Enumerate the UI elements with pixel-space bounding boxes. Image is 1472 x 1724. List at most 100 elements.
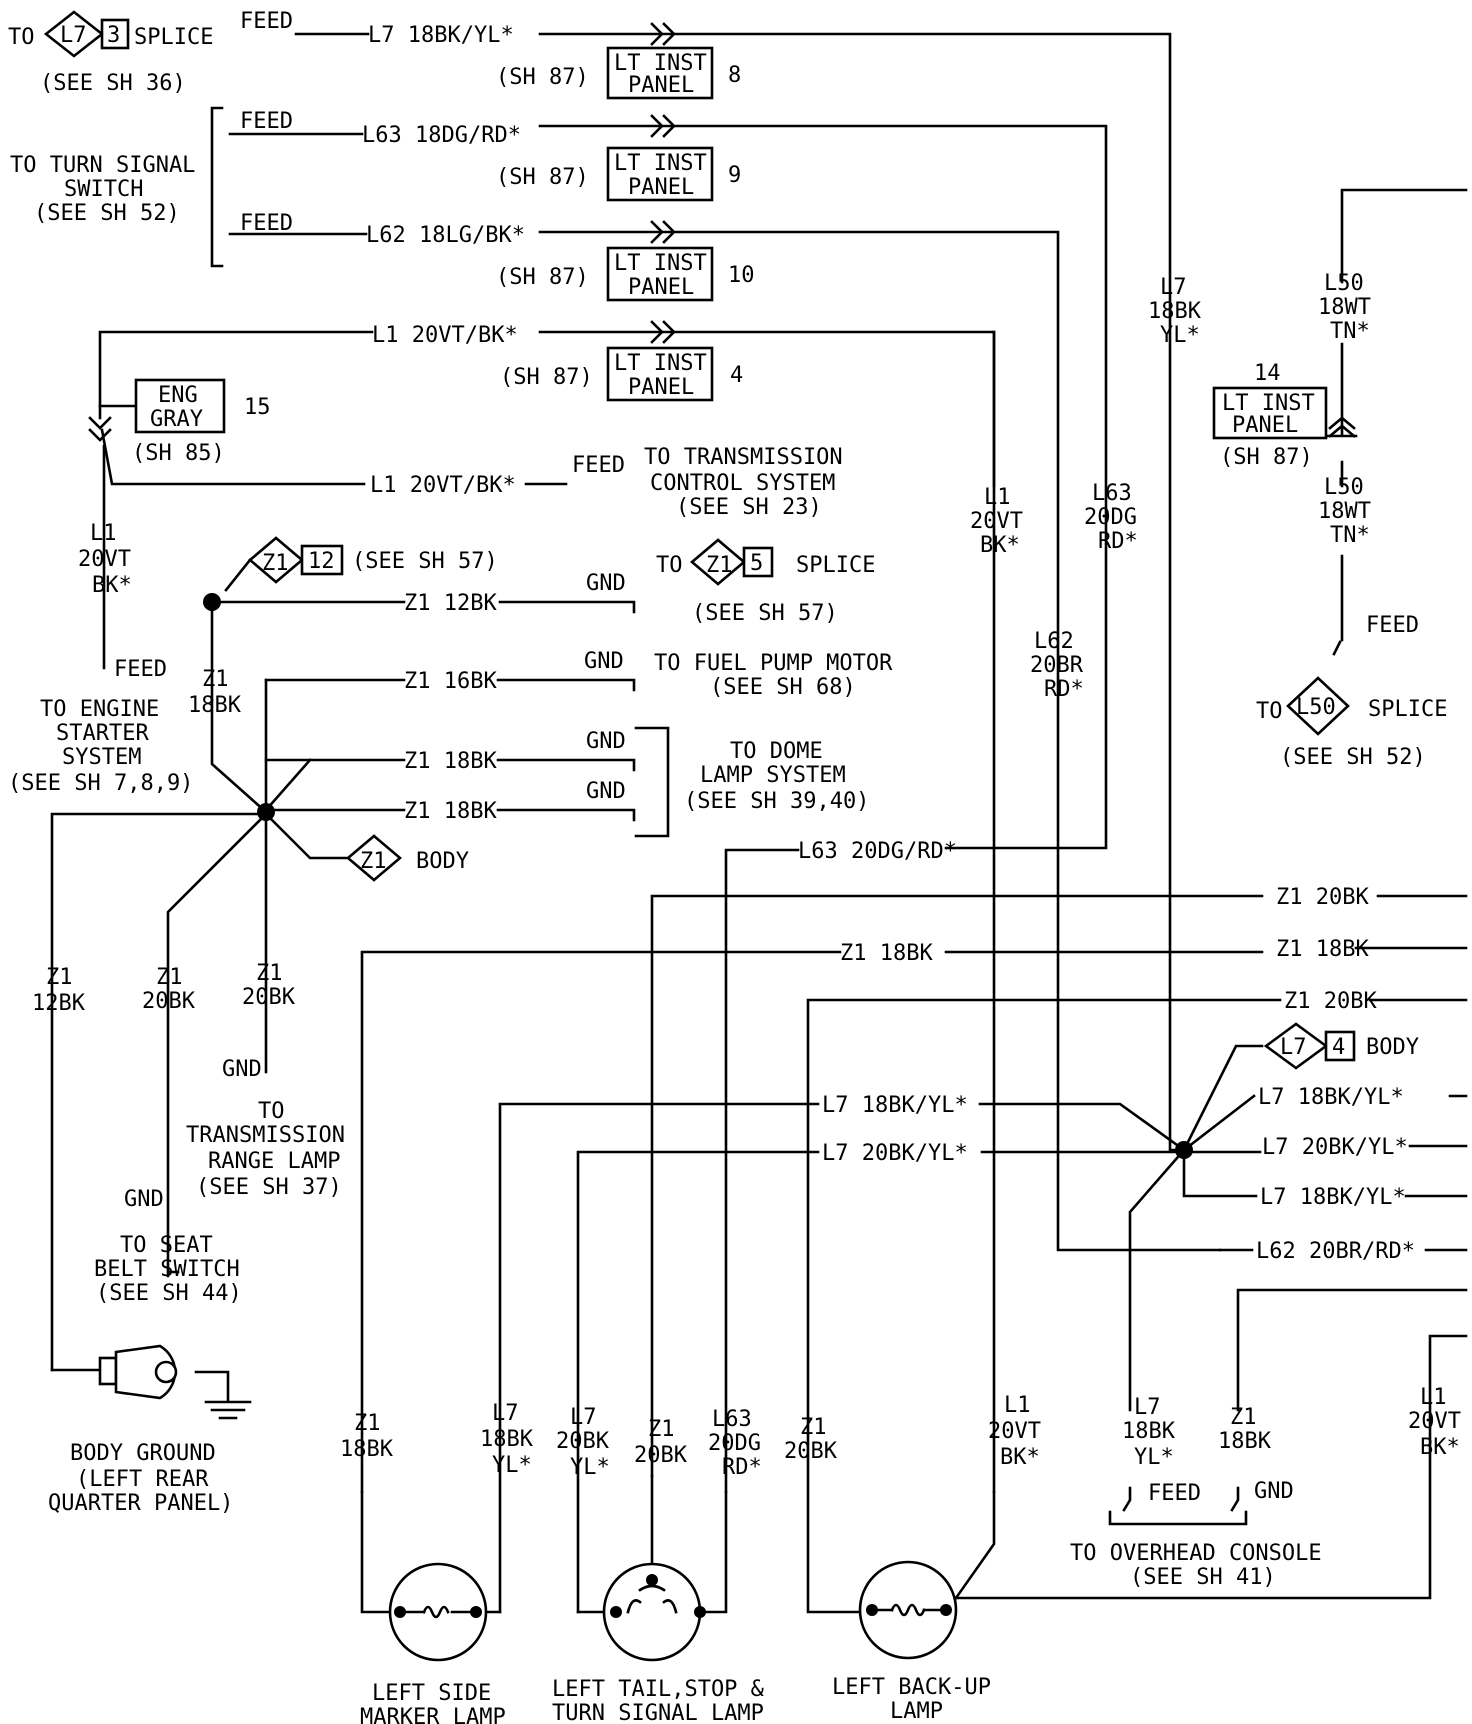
engine-feed: FEED xyxy=(114,657,167,682)
rw-l7-20bkyl-left: L7 20BK/YL* xyxy=(822,1141,968,1166)
b-l1-right-name: L1 xyxy=(1420,1385,1447,1410)
rw-l62-20brrd: L62 20BR/RD* xyxy=(1256,1239,1415,1264)
z1-12bk-branch-gauge: 12BK xyxy=(32,991,86,1016)
rw-z1-20bk-1: Z1 20BK xyxy=(1276,885,1369,910)
v-l1-gauge: 20VT xyxy=(970,509,1023,534)
body-ground-symbol: BODY GROUND (LEFT REAR QUARTER PANEL) xyxy=(48,1344,252,1516)
body-ground-line3: QUARTER PANEL) xyxy=(48,1491,233,1516)
overhead-feed: FEED xyxy=(1148,1481,1201,1506)
z1-5-pin: 5 xyxy=(750,551,763,576)
l50-splice-see: (SEE SH 52) xyxy=(1280,745,1426,770)
fuel-pump-line1: TO FUEL PUMP MOTOR xyxy=(654,651,893,676)
center-l63-label: L63 20DG/RD* xyxy=(798,839,957,864)
rw-z1-18bk-mid: Z1 18BK xyxy=(840,941,933,966)
z1-20bk-a-name: Z1 xyxy=(156,965,183,990)
l1-wire-label: L1 20VT/BK* xyxy=(372,323,518,348)
l50-bot-name: L50 xyxy=(1324,475,1364,500)
b-z1-20bk-tail-gauge: 20BK xyxy=(634,1443,688,1468)
side-marker-line1: LEFT SIDE xyxy=(372,1681,491,1706)
rw-l7-18bkyl-r2: L7 18BK/YL* xyxy=(1260,1185,1406,1210)
z1-12bk-branch-name: Z1 xyxy=(46,965,73,990)
gnd-range: GND xyxy=(222,1057,262,1082)
b-l7-overhead-color: YL* xyxy=(1134,1445,1174,1470)
trans-control-line2: CONTROL SYSTEM xyxy=(650,471,835,496)
engine-starter-see: (SEE SH 7,8,9) xyxy=(8,771,193,796)
v-l62-name: L62 xyxy=(1034,629,1074,654)
top-left-section: TO L7 3 SPLICE (SEE SH 36) FEED L7 18BK/… xyxy=(8,9,525,348)
turn-signal-line1: TO TURN SIGNAL xyxy=(10,153,195,178)
range-lamp-line1: TO xyxy=(258,1099,285,1124)
b-l7-18bk-color: YL* xyxy=(492,1453,532,1478)
l50-panel-sh: (SH 87) xyxy=(1220,445,1313,470)
trans-control-line1: TO TRANSMISSION xyxy=(644,445,843,470)
l50-top-gauge: 18WT xyxy=(1318,295,1371,320)
z1-18bk-name: Z1 xyxy=(202,667,229,692)
feed-label-2: FEED xyxy=(240,109,293,134)
v-l7-name: L7 xyxy=(1160,275,1187,300)
rw-z1-18bk-right: Z1 18BK xyxy=(1276,937,1369,962)
vertical-labels: L7 18BK YL* L1 20VT BK* L63 20DG RD* L62… xyxy=(970,275,1202,702)
z1-12bk-label: Z1 12BK xyxy=(404,591,497,616)
overhead-see: (SEE SH 41) xyxy=(1130,1565,1276,1590)
dome-line2: LAMP SYSTEM xyxy=(700,763,846,788)
l62-wire-label: L62 18LG/BK* xyxy=(366,223,525,248)
main-ground-splice-dot xyxy=(257,803,275,821)
z1-20bk-b-name: Z1 xyxy=(256,961,283,986)
bottom-labels: Z1 18BK L7 18BK YL* L7 20BK YL* Z1 20BK … xyxy=(340,1385,1461,1590)
panel-8-pin: 8 xyxy=(728,63,741,88)
panel-9-sh: (SH 87) xyxy=(496,165,589,190)
overhead-gnd: GND xyxy=(1254,1479,1294,1504)
turn-signal-see: (SEE SH 52) xyxy=(34,201,180,226)
feed-label-1: FEED xyxy=(240,9,293,34)
body-ground-line1: BODY GROUND xyxy=(70,1441,216,1466)
l1-branch-label: L1 20VT/BK* xyxy=(370,473,516,498)
splice-word: SPLICE xyxy=(134,25,213,50)
see-sh-36: (SEE SH 36) xyxy=(40,71,186,96)
l63-wire-label: L63 18DG/RD* xyxy=(362,123,521,148)
z1-splice-see: (SEE SH 57) xyxy=(692,601,838,626)
z1-20bk-b-gauge: 20BK xyxy=(242,985,296,1010)
panel-4-line1: LT INST xyxy=(614,351,707,376)
seat-belt-line1: TO SEAT xyxy=(120,1233,213,1258)
z1-splice-gnd: GND xyxy=(586,571,626,596)
panel-9-line1: LT INST xyxy=(614,151,707,176)
left-l1-name: L1 xyxy=(90,521,117,546)
panel-10-line1: LT INST xyxy=(614,251,707,276)
right-wire-labels: Z1 20BK Z1 18BK Z1 18BK Z1 20BK L7 4 BOD… xyxy=(822,885,1419,1264)
v-l62-gauge: 20BR xyxy=(1030,653,1084,678)
z1-12-connector: Z1 xyxy=(262,551,289,576)
l7-pin-box xyxy=(100,18,130,50)
l50-splice-to: TO xyxy=(1256,699,1283,724)
panel-9-line2: PANEL xyxy=(628,175,694,200)
side-marker-lamp: LEFT SIDE MARKER LAMP xyxy=(360,1562,506,1724)
wires xyxy=(50,32,1468,1614)
l7-4-pin: 4 xyxy=(1332,1035,1345,1060)
right-l50-section: L50 18WT TN* 14 LT INST PANEL (SH 87) L5… xyxy=(1212,271,1447,770)
rw-l7-18bkyl-r1: L7 18BK/YL* xyxy=(1258,1085,1404,1110)
z1-20bk-a-gauge: 20BK xyxy=(142,989,196,1014)
panel-8-sh: (SH 87) xyxy=(496,65,589,90)
left-l1-color: BK* xyxy=(92,573,132,598)
b-l7-18bk-name: L7 xyxy=(492,1401,519,1426)
b-l7-overhead-gauge: 18BK xyxy=(1122,1419,1176,1444)
backup-line2: LAMP xyxy=(890,1699,943,1724)
panel-9-pin: 9 xyxy=(728,163,741,188)
rw-l7-20bkyl-r: L7 20BK/YL* xyxy=(1262,1135,1408,1160)
z1-splice-word: SPLICE xyxy=(796,553,875,578)
l7-body-word: BODY xyxy=(1366,1035,1419,1060)
panel-4-pin: 4 xyxy=(730,363,743,388)
engine-starter-line3: SYSTEM xyxy=(62,745,141,770)
backup-lamp: LEFT BACK-UP LAMP xyxy=(832,1560,991,1724)
b-l1-color: BK* xyxy=(1000,1445,1040,1470)
l50-top-color: TN* xyxy=(1330,319,1370,344)
l50-panel-line1: LT INST xyxy=(1222,391,1315,416)
l7-splice-dot xyxy=(1175,1141,1193,1159)
dome-gnd1: GND xyxy=(586,729,626,754)
body-z1-word: BODY xyxy=(416,849,469,874)
b-z1-18bk-gauge: 18BK xyxy=(340,1437,394,1462)
body-z1-diamond xyxy=(345,834,403,882)
rw-l7-18bkyl-left: L7 18BK/YL* xyxy=(822,1093,968,1118)
z1-section: Z1 12 (SEE SH 57) Z1 12BK GND TO Z1 5 SP… xyxy=(188,536,957,882)
range-lamp-line2: TRANSMISSION xyxy=(186,1123,345,1148)
